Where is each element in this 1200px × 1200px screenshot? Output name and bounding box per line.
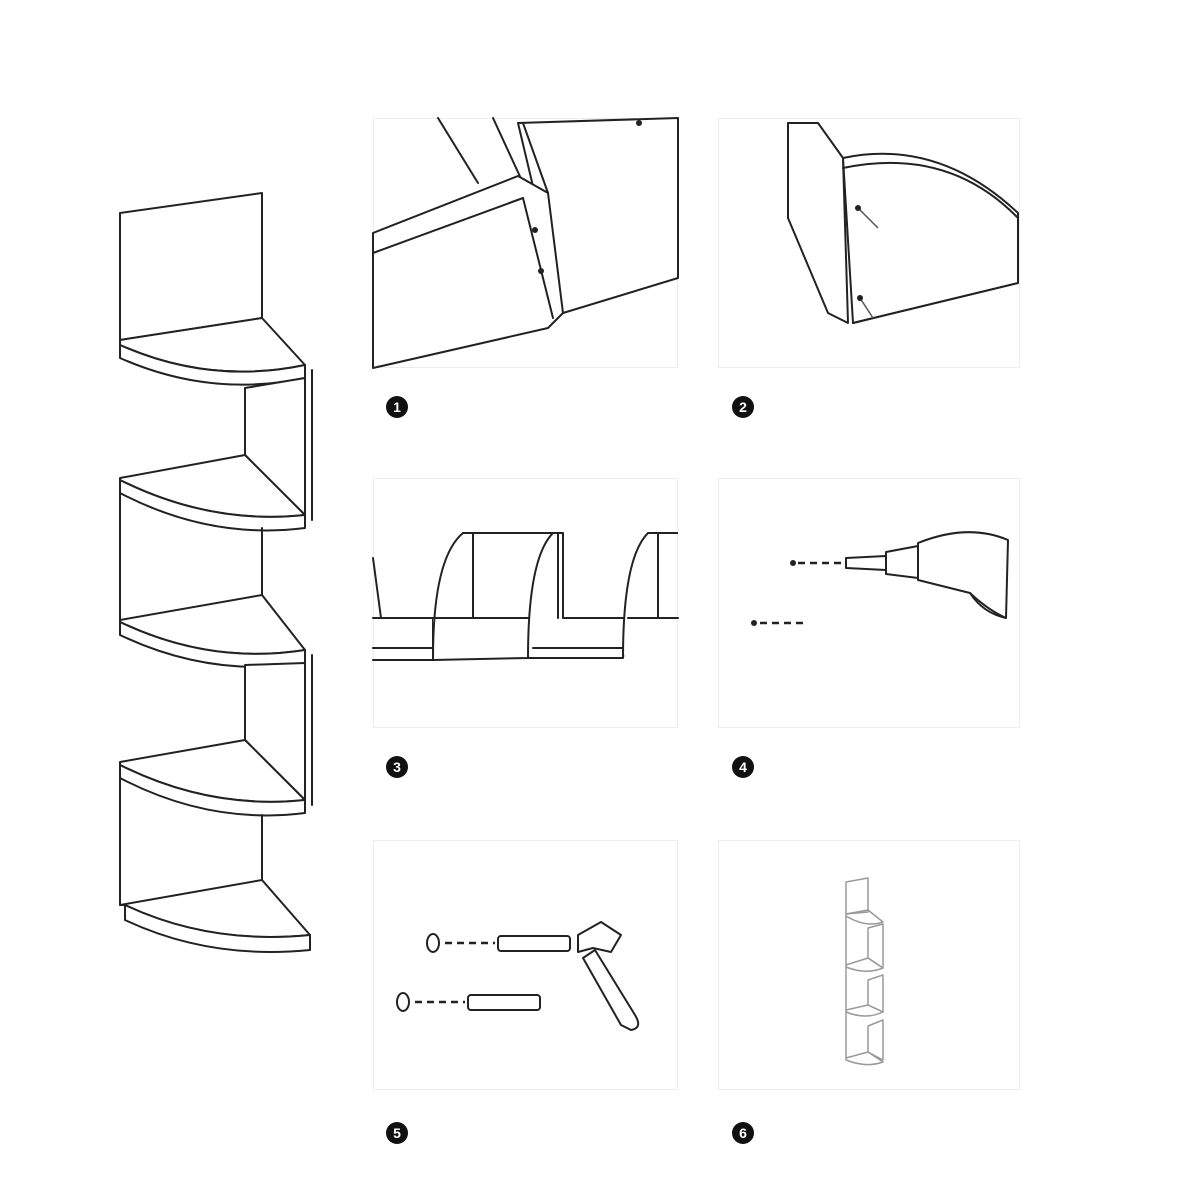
step-1-illustration (372, 117, 679, 369)
step-number-badge: 5 (386, 1122, 408, 1144)
step-2-illustration (787, 122, 1019, 324)
step-number-badge: 1 (386, 396, 408, 418)
step-number-badge: 2 (732, 396, 754, 418)
step-4-illustration (751, 531, 1009, 626)
step-3-illustration (372, 532, 679, 661)
step-2-panel (718, 118, 1020, 368)
step-5-panel (373, 840, 678, 1090)
step-number-badge: 6 (732, 1122, 754, 1144)
step-6-illustration (845, 877, 884, 1066)
step-number-badge: 3 (386, 756, 408, 778)
step-number-badge: 4 (732, 756, 754, 778)
step-6-panel (718, 840, 1020, 1090)
step-4-panel (718, 478, 1020, 728)
step-5-illustration (396, 921, 640, 1031)
step-3-panel (373, 478, 678, 728)
